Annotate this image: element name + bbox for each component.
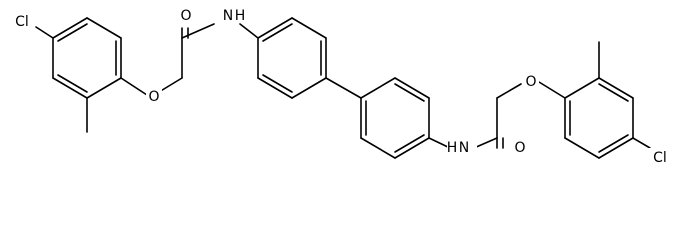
bond [394, 137, 430, 159]
bond [57, 74, 88, 93]
amide-hydrogen-label-right: H [447, 140, 458, 156]
bond [291, 17, 327, 39]
bond [86, 17, 122, 39]
bond [360, 137, 396, 159]
bond [325, 77, 362, 99]
carbonyl-oxygen-label-right: O [514, 140, 525, 156]
chlorine-label-right: Cl [653, 150, 667, 166]
bond [394, 77, 430, 99]
bond [428, 137, 451, 149]
atom-labels: Cl O N H O H N O O Cl [10, 7, 672, 168]
bond [262, 23, 293, 42]
bond [564, 137, 600, 159]
amide-hydrogen-label-left: H [235, 8, 246, 24]
bond [598, 83, 629, 102]
bond [538, 81, 566, 99]
chlorine-label-left: Cl [15, 14, 29, 30]
bond-lines [35, 17, 651, 159]
bond [564, 77, 600, 99]
bond [394, 134, 425, 153]
bond [52, 17, 88, 39]
bond [257, 17, 293, 39]
bond [239, 23, 259, 39]
bond [598, 137, 634, 159]
amide-nitrogen-label-left: N [223, 8, 233, 24]
bond [473, 137, 498, 149]
carbonyl-oxygen-label-left: O [180, 8, 191, 24]
bond [257, 77, 293, 99]
bond [35, 26, 54, 39]
ether-oxygen-label-left: O [148, 89, 159, 105]
bond [181, 23, 215, 39]
bond [598, 134, 629, 153]
bond [496, 83, 522, 99]
bond [598, 77, 634, 99]
bond [262, 74, 293, 93]
bond [394, 83, 425, 102]
bond [632, 137, 651, 149]
bond [291, 77, 327, 99]
bond [52, 77, 88, 99]
ether-oxygen-label-right: O [525, 74, 536, 90]
molecule-structure: Cl O N H O H N O O Cl [10, 7, 672, 168]
bond [360, 77, 396, 99]
bond [57, 23, 88, 42]
bond [158, 77, 183, 93]
amide-nitrogen-label-right: N [459, 140, 469, 156]
bond [86, 77, 122, 99]
bond [120, 77, 148, 96]
